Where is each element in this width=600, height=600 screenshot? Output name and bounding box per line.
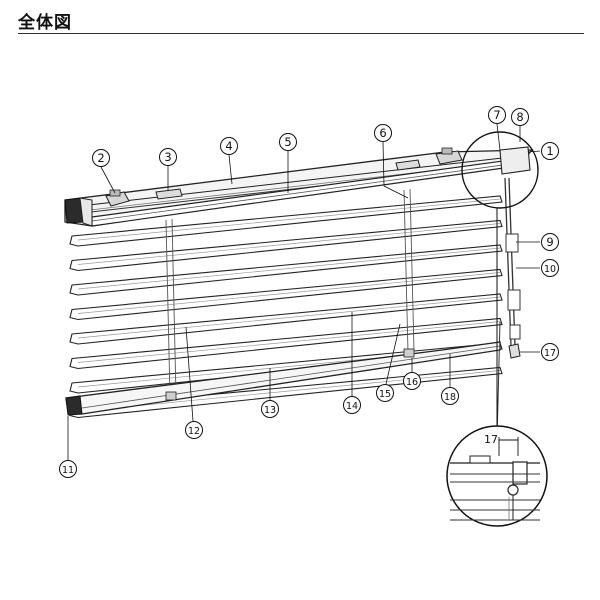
callout-7: 7 <box>488 106 506 124</box>
slat <box>69 244 503 296</box>
svg-text:6: 6 <box>379 126 386 140</box>
svg-text:9: 9 <box>546 235 553 249</box>
svg-text:2: 2 <box>97 151 104 165</box>
slat <box>69 195 503 247</box>
callout-3: 3 <box>159 148 177 166</box>
svg-text:10: 10 <box>544 264 556 275</box>
slat <box>69 268 503 321</box>
detail-head-rail <box>450 455 540 521</box>
slats <box>69 195 503 419</box>
callout-5: 5 <box>279 133 297 151</box>
svg-text:16: 16 <box>406 377 418 388</box>
svg-text:15: 15 <box>379 389 391 400</box>
detail-magnifier: 17 <box>446 208 548 527</box>
svg-text:17: 17 <box>544 348 556 359</box>
callout-9: 9 <box>541 233 559 251</box>
callout-14: 14 <box>343 396 361 414</box>
dimension-label: 17 <box>484 433 498 446</box>
page-title: 全体図 <box>18 13 72 33</box>
svg-text:11: 11 <box>62 465 74 476</box>
installation-brackets <box>105 147 463 207</box>
svg-text:8: 8 <box>516 110 523 124</box>
callouts: 1 2 3 4 5 6 7 8 9 10 11 12 13 14 15 16 1… <box>59 106 559 478</box>
svg-text:18: 18 <box>444 392 456 403</box>
callout-15: 15 <box>376 384 394 402</box>
callout-8: 8 <box>511 108 529 126</box>
svg-text:14: 14 <box>346 401 358 412</box>
svg-text:3: 3 <box>164 150 171 164</box>
callout-10: 10 <box>541 259 559 277</box>
zoom-ring-top <box>461 131 539 209</box>
svg-text:1: 1 <box>546 144 553 158</box>
callout-4: 4 <box>220 137 238 155</box>
callout-16: 16 <box>403 372 421 390</box>
slat <box>69 317 503 370</box>
callout-17: 17 <box>541 343 559 361</box>
slat <box>69 293 503 345</box>
callout-1: 1 <box>541 142 559 160</box>
slat <box>69 219 503 272</box>
tilt-pole <box>496 177 521 441</box>
svg-text:7: 7 <box>493 108 500 122</box>
svg-text:12: 12 <box>188 426 200 437</box>
svg-text:4: 4 <box>225 139 232 153</box>
callout-18: 18 <box>441 387 459 405</box>
callout-6: 6 <box>374 124 392 142</box>
title-divider <box>18 33 584 34</box>
ladder-cords <box>165 188 415 398</box>
callout-2: 2 <box>92 149 110 167</box>
callout-11: 11 <box>59 460 77 478</box>
callout-12: 12 <box>185 421 203 439</box>
head-rail <box>64 146 534 227</box>
svg-text:5: 5 <box>284 135 291 149</box>
callout-13: 13 <box>261 400 279 418</box>
dimension-17: 17 <box>484 433 519 456</box>
svg-text:13: 13 <box>264 405 276 416</box>
leader-lines <box>67 123 541 460</box>
